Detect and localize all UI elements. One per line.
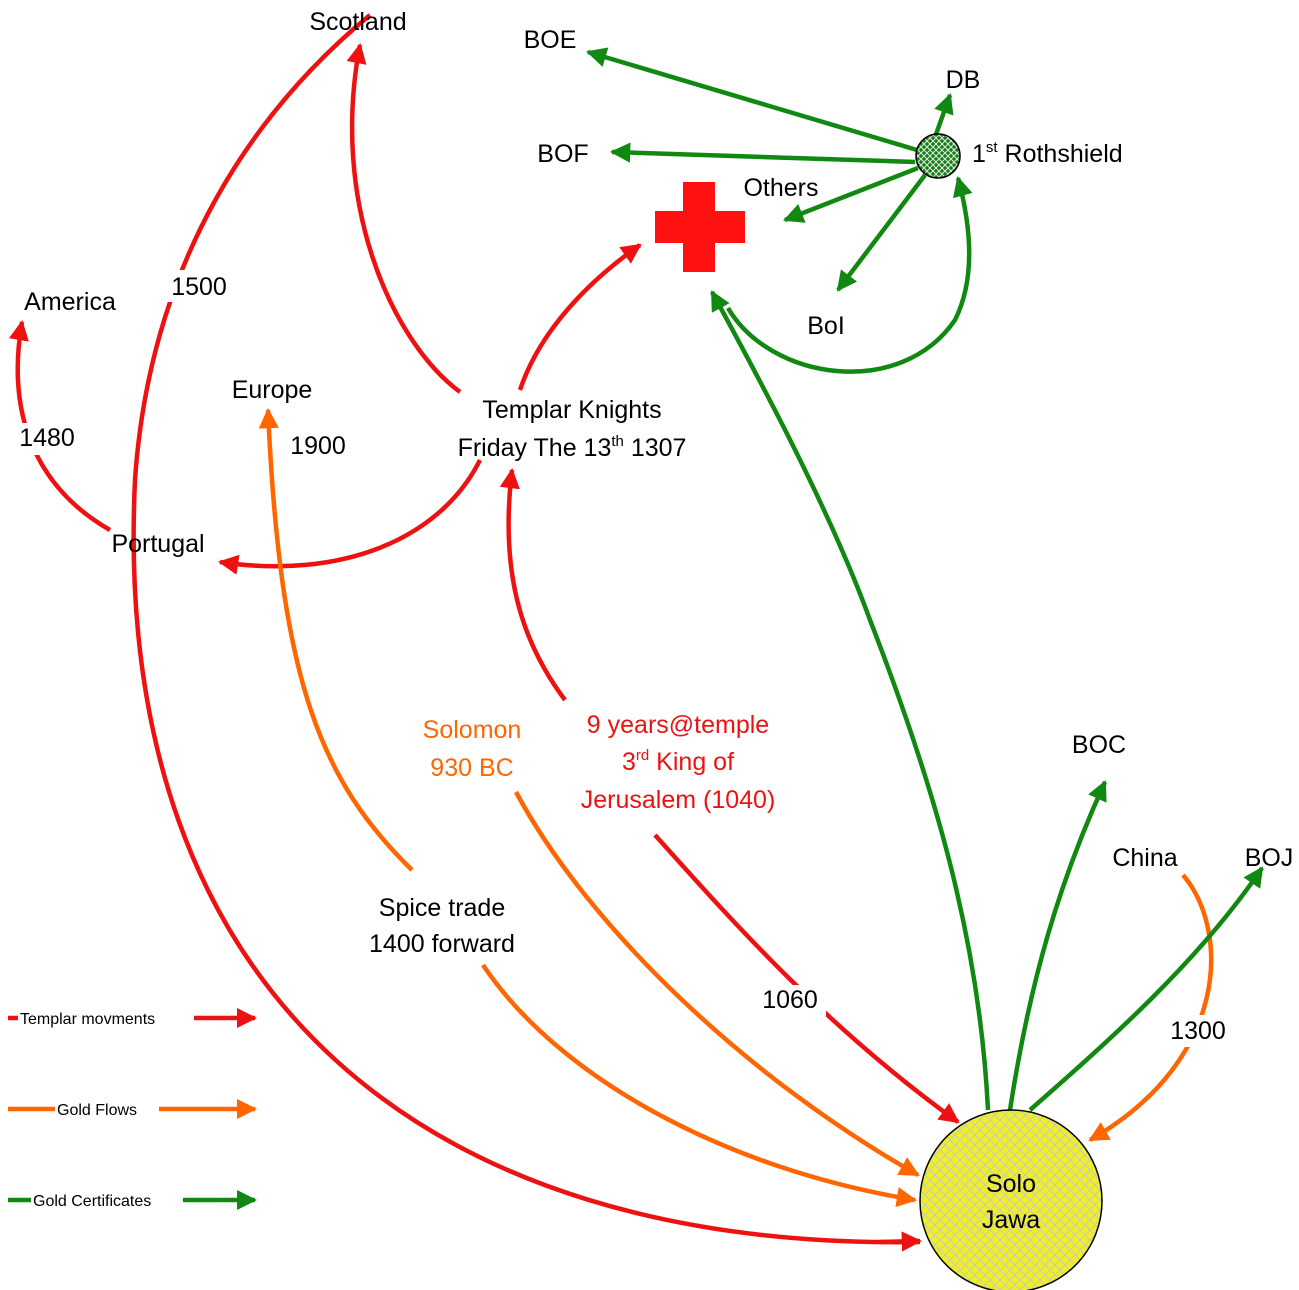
label-china: China xyxy=(1112,844,1177,872)
legend-label-templar: Templar movments xyxy=(20,1011,155,1028)
arrow-solomon-to-solo-jawa xyxy=(514,790,920,1177)
label-solo: Solo xyxy=(986,1170,1036,1198)
arrow-rothshield-to-bof xyxy=(609,142,916,165)
arrow-solo-jawa-to-cross xyxy=(710,290,991,1111)
label-templar-knights: Templar Knights xyxy=(482,396,661,424)
label-year-1300: 1300 xyxy=(1170,1017,1226,1045)
legend-item-templar: Templar movments xyxy=(8,1007,258,1029)
arrow-jerusalem-to-solo-jawa xyxy=(653,833,960,1124)
arrow-rothshield-to-boe xyxy=(586,47,918,153)
rothshield-node xyxy=(915,133,961,179)
legend-item-gold: Gold Flows xyxy=(8,1098,258,1120)
label-america: America xyxy=(24,288,116,316)
label-solomon-date: 930 BC xyxy=(430,754,513,782)
arrow-spice-trade-to-solo-jawa xyxy=(481,963,917,1208)
arrow-boi-loop-to-rothshield xyxy=(726,176,973,374)
node-labels: Scotland America Europe Portugal Templar… xyxy=(24,8,1293,1234)
label-boc: BOC xyxy=(1072,731,1126,759)
legend-item-certificates: Gold Certificates xyxy=(8,1189,258,1211)
label-scotland: Scotland xyxy=(309,8,406,36)
label-solomon: Solomon xyxy=(423,716,522,744)
arrow-rothshield-to-db xyxy=(931,93,954,141)
arrow-solo-jawa-to-boc xyxy=(1007,780,1108,1111)
arrow-templar-to-scotland xyxy=(346,43,462,394)
legend: Templar movments Gold Flows Gold Certifi… xyxy=(8,1007,258,1211)
label-king-of: 3rd King of xyxy=(622,747,734,776)
arrow-china-to-solo-jawa xyxy=(1088,873,1214,1142)
legend-label-certificates: Gold Certificates xyxy=(33,1193,151,1210)
arrow-temple-to-templar xyxy=(499,467,567,702)
label-boi: BoI xyxy=(807,312,845,340)
label-jerusalem: Jerusalem (1040) xyxy=(581,786,776,814)
label-year-1500: 1500 xyxy=(171,273,227,301)
arrow-templar-to-cross xyxy=(517,243,642,391)
label-year-1900: 1900 xyxy=(290,432,346,460)
label-jawa: Jawa xyxy=(982,1206,1040,1234)
label-boe: BOE xyxy=(524,26,577,54)
label-spice-trade: Spice trade xyxy=(379,894,505,922)
label-db: DB xyxy=(946,66,981,94)
label-europe: Europe xyxy=(232,376,313,404)
arrow-to-solo-jawa-bottom xyxy=(879,1231,923,1252)
label-year-1480: 1480 xyxy=(19,424,75,452)
arrow-solo-jawa-to-scotland xyxy=(131,13,921,1245)
arrow-templar-to-portugal xyxy=(217,458,483,575)
label-year-1060: 1060 xyxy=(762,986,818,1014)
label-portugal: Portugal xyxy=(111,530,204,558)
gold-certificate-arrows xyxy=(586,47,1264,1112)
label-templar-date: Friday The 13th 1307 xyxy=(458,433,687,462)
label-boj: BOJ xyxy=(1245,844,1294,872)
arrow-solo-jawa-to-boj xyxy=(1028,866,1264,1112)
label-spice-trade-date: 1400 forward xyxy=(369,930,515,958)
label-rothshield: 1st Rothshield xyxy=(972,139,1123,168)
label-bof: BOF xyxy=(537,140,588,168)
year-labels: 1500 1480 1900 1060 1300 xyxy=(12,270,1234,1047)
solo-jawa-node xyxy=(919,1109,1103,1290)
label-others: Others xyxy=(743,174,818,202)
gold-flow-arrows xyxy=(258,407,1214,1208)
legend-label-gold: Gold Flows xyxy=(57,1102,137,1119)
arrow-spice-trade-to-europe xyxy=(258,407,414,872)
red-cross-icon xyxy=(655,182,745,272)
arrow-rothshield-to-others xyxy=(783,165,919,223)
arrow-rothshield-to-boi xyxy=(836,173,927,292)
label-temple-years: 9 years@temple xyxy=(587,711,769,739)
